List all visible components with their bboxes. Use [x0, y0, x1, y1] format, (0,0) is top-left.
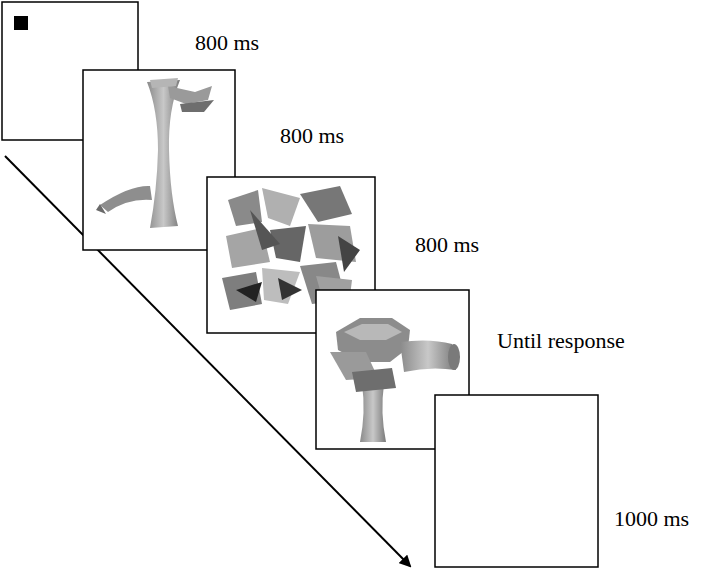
duration-label: 1000 ms: [614, 506, 689, 532]
blank-frame: [435, 395, 598, 567]
duration-label: 800 ms: [280, 123, 344, 149]
fixation-square: [14, 16, 28, 30]
duration-label: Until response: [497, 328, 625, 354]
time-arrow: [5, 156, 410, 566]
duration-label: 800 ms: [415, 232, 479, 258]
duration-label: 800 ms: [195, 30, 259, 56]
